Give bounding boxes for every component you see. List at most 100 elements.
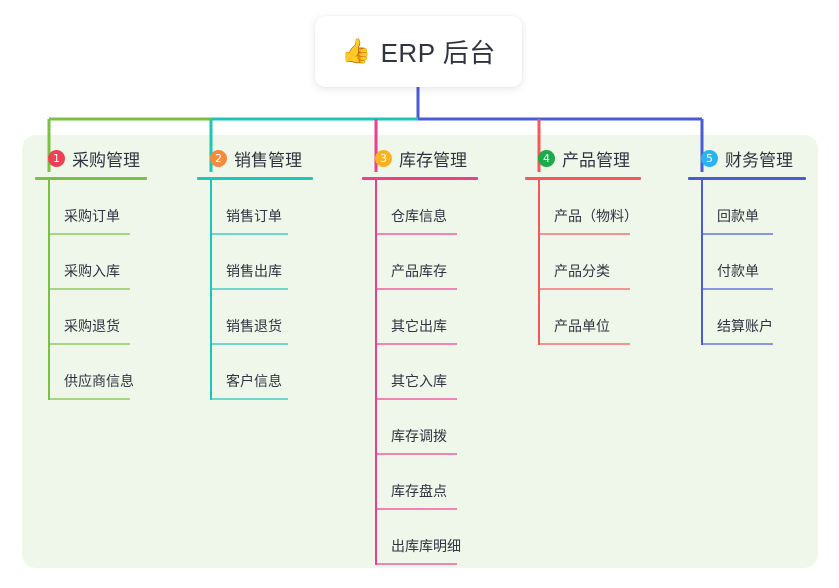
branch-item-rule <box>210 233 288 235</box>
branch-number-badge: 2 <box>210 149 227 167</box>
branch-title: 产品管理 <box>562 150 630 170</box>
branch-item-rule <box>375 288 457 290</box>
branch-title: 采购管理 <box>72 150 140 170</box>
branch-header-rule <box>525 177 641 180</box>
branch-item[interactable]: 付款单 <box>688 235 780 290</box>
branch-column-5: 5 财务管理回款单付款单结算账户 <box>688 145 806 345</box>
branch-item-rule <box>375 233 457 235</box>
branch-item-label: 产品库存 <box>391 263 447 279</box>
branch-item-rule <box>48 343 130 345</box>
branch-item[interactable]: 供应商信息 <box>35 345 137 400</box>
branch-item-label: 付款单 <box>717 263 759 279</box>
branch-title: 库存管理 <box>399 150 467 170</box>
branch-item-label: 仓库信息 <box>391 208 447 224</box>
branch-item-label: 其它入库 <box>391 373 447 389</box>
root-node[interactable]: 👍 ERP 后台 <box>315 16 522 87</box>
branch-item-label: 客户信息 <box>226 373 282 389</box>
branch-item-label: 产品单位 <box>554 318 610 334</box>
branch-item[interactable]: 客户信息 <box>197 345 295 400</box>
branch-title: 财务管理 <box>725 150 793 170</box>
branch-header-rule <box>35 177 147 180</box>
branch-item-rule <box>375 343 457 345</box>
root-node-label: 👍 ERP 后台 <box>341 33 496 70</box>
branch-item-label: 采购入库 <box>64 263 120 279</box>
branch-item[interactable]: 采购订单 <box>35 180 137 235</box>
branch-item-label: 回款单 <box>717 208 759 224</box>
branch-item[interactable]: 其它出库 <box>362 290 464 345</box>
branch-vertical-stem <box>375 180 377 565</box>
branch-column-1: 1 采购管理采购订单采购入库采购退货供应商信息 <box>35 145 147 400</box>
branch-item-rule <box>48 398 130 400</box>
branch-item[interactable]: 结算账户 <box>688 290 780 345</box>
branch-column-2: 2 销售管理销售订单销售出库销售退货客户信息 <box>197 145 313 400</box>
branch-item[interactable]: 销售出库 <box>197 235 295 290</box>
branch-item[interactable]: 仓库信息 <box>362 180 464 235</box>
branch-item-rule <box>375 563 457 565</box>
branch-header-rule <box>362 177 478 180</box>
branches-background-panel <box>22 135 818 568</box>
branch-header-rule <box>197 177 313 180</box>
branch-item-list: 回款单付款单结算账户 <box>688 180 806 345</box>
branch-item-rule <box>48 233 130 235</box>
branch-vertical-stem <box>48 180 50 400</box>
branch-item[interactable]: 产品库存 <box>362 235 464 290</box>
branch-item[interactable]: 销售订单 <box>197 180 295 235</box>
branch-item-label: 采购退货 <box>64 318 120 334</box>
branch-item-label: 结算账户 <box>717 318 773 334</box>
branch-item[interactable]: 采购入库 <box>35 235 137 290</box>
branch-item-rule <box>375 453 457 455</box>
branch-item-rule <box>701 343 773 345</box>
branch-item-list: 销售订单销售出库销售退货客户信息 <box>197 180 313 400</box>
branch-item[interactable]: 产品分类 <box>525 235 637 290</box>
branch-item-label: 其它出库 <box>391 318 447 334</box>
branch-item[interactable]: 库存调拨 <box>362 400 464 455</box>
branch-item-list: 产品（物料） 产品分类产品单位 <box>525 180 641 345</box>
branch-item-rule <box>375 398 457 400</box>
root-title-text: ERP 后台 <box>380 38 496 68</box>
branch-number-badge: 3 <box>375 149 392 167</box>
branch-item[interactable]: 库存盘点 <box>362 455 464 510</box>
branch-item-rule <box>701 288 773 290</box>
branch-item[interactable]: 其它入库 <box>362 345 464 400</box>
branch-item-label: 出库库明细 <box>391 538 461 554</box>
branch-item[interactable]: 产品（物料） <box>525 180 638 235</box>
branch-vertical-stem <box>701 180 703 345</box>
branch-item[interactable]: 采购退货 <box>35 290 137 345</box>
branch-header-1[interactable]: 1 采购管理 <box>35 145 147 171</box>
branch-item-rule <box>210 343 288 345</box>
branch-item-label: 产品分类 <box>554 263 610 279</box>
branch-item-label: 销售退货 <box>226 318 282 334</box>
branch-item-label: 供应商信息 <box>64 373 134 389</box>
branch-header-3[interactable]: 3 库存管理 <box>362 145 478 171</box>
branch-header-rule <box>688 177 806 180</box>
branch-item-label: 销售出库 <box>226 263 282 279</box>
branch-item-rule <box>538 233 630 235</box>
branch-item-list: 仓库信息产品库存其它出库其它入库库存调拨库存盘点出库库明细 <box>362 180 478 565</box>
branch-title: 销售管理 <box>234 150 302 170</box>
branch-vertical-stem <box>210 180 212 400</box>
branch-item[interactable]: 产品单位 <box>525 290 637 345</box>
branch-item[interactable]: 出库库明细 <box>362 510 464 565</box>
branch-item-label: 销售订单 <box>226 208 282 224</box>
branch-item-label: 库存盘点 <box>391 483 447 499</box>
branch-column-4: 4 产品管理产品（物料） 产品分类产品单位 <box>525 145 641 345</box>
branch-item[interactable]: 回款单 <box>688 180 780 235</box>
branch-item-label: 库存调拨 <box>391 428 447 444</box>
branch-item-rule <box>48 288 130 290</box>
branch-number-badge: 4 <box>538 149 555 167</box>
branch-item-rule <box>538 343 630 345</box>
branch-header-5[interactable]: 5 财务管理 <box>688 145 806 171</box>
branch-item-rule <box>210 398 288 400</box>
branch-number-badge: 5 <box>701 149 718 167</box>
branch-item-label: 产品（物料） <box>554 208 638 224</box>
branch-header-2[interactable]: 2 销售管理 <box>197 145 313 171</box>
branch-column-3: 3 库存管理仓库信息产品库存其它出库其它入库库存调拨库存盘点出库库明细 <box>362 145 478 565</box>
branch-item-label: 采购订单 <box>64 208 120 224</box>
branch-item-rule <box>538 288 630 290</box>
branch-item-rule <box>701 233 773 235</box>
branch-item[interactable]: 销售退货 <box>197 290 295 345</box>
thumbs-up-emoji: 👍 <box>341 37 372 65</box>
branch-number-badge: 1 <box>48 149 65 167</box>
branch-header-4[interactable]: 4 产品管理 <box>525 145 641 171</box>
